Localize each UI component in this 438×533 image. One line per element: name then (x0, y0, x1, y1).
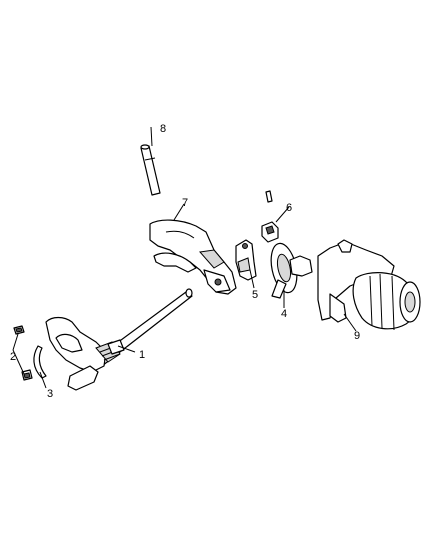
part-4-sensor-disc (270, 242, 298, 299)
callout-3: 3 (47, 388, 53, 400)
leader-5 (249, 269, 255, 289)
leader-8 (150, 126, 153, 147)
leader-2 (12, 333, 25, 375)
leader-6 (275, 206, 290, 223)
callout-8: 8 (160, 123, 166, 135)
callout-5: 5 (252, 289, 258, 301)
leader-9 (343, 313, 357, 332)
part-3-arc-pad (33, 345, 47, 379)
callout-9: 9 (354, 330, 360, 342)
part-2-pad-upper (13, 325, 25, 335)
callout-1: 1 (139, 349, 145, 361)
callout-7: 7 (182, 197, 188, 209)
part-6-nut (261, 190, 279, 243)
leader-3 (39, 371, 47, 389)
leader-1 (117, 345, 136, 353)
callout-4: 4 (281, 308, 287, 320)
part-8-pin (140, 144, 161, 196)
part-5-bracket (235, 239, 257, 281)
part-7-shift-fork (149, 219, 237, 295)
part-9-shift-motor (289, 239, 421, 331)
part-1-shift-rail (45, 288, 193, 391)
leader-7 (173, 203, 185, 221)
callout-6: 6 (286, 202, 292, 214)
part-2-pad-lower (21, 369, 33, 381)
leader-lines (12, 126, 357, 389)
callout-2: 2 (10, 351, 16, 363)
